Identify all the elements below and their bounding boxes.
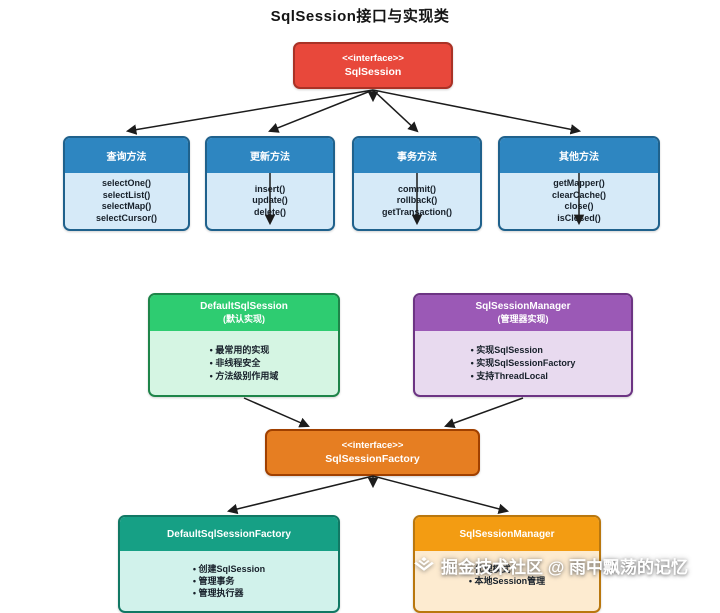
method-group-query-list: selectOne() selectList() selectMap() sel…	[95, 178, 158, 223]
method-group-other-node: 其他方法 getMapper() clearCache() close() is…	[498, 136, 660, 231]
method-group-update-node: 更新方法 insert() update() delete()	[205, 136, 335, 231]
sqlsessionfactory-stereotype: <<interface>>	[341, 440, 404, 451]
method-group-query-title: 查询方法	[65, 138, 188, 173]
watermark-text: 掘金技术社区 @ 雨中飘荡的记忆	[441, 558, 689, 577]
method-group-query-node: 查询方法 selectOne() selectList() selectMap(…	[63, 136, 190, 231]
factory-defaultsqlsessionfactory-name: DefaultSqlSessionFactory	[120, 517, 338, 551]
watermark: 掘金技术社区 @ 雨中飘荡的记忆	[414, 553, 688, 578]
sqlsession-stereotype: <<interface>>	[342, 53, 404, 64]
factory-sqlsessionmanager-node: SqlSessionManager • 代理模式 • 本地Session管理	[413, 515, 601, 613]
impl-defaultsqlsession-subtitle: (默认实现)	[223, 314, 265, 324]
page-title: SqlSession接口与实现类	[270, 8, 450, 25]
impl-defaultsqlsession-points: • 最常用的实现 • 非线程安全 • 方法级别作用域	[209, 344, 279, 381]
interface-sqlsession-node: <<interface>> SqlSession	[293, 42, 453, 89]
sqlsession-name: SqlSession	[344, 66, 402, 78]
method-group-update-list: insert() update() delete()	[252, 183, 288, 217]
factory-defaultsqlsessionfactory-points: • 创建SqlSession • 管理事务 • 管理执行器	[192, 564, 266, 598]
factory-sqlsessionmanager-name: SqlSessionManager	[415, 517, 599, 551]
impl-sqlsessionmanager-name: SqlSessionManager	[475, 301, 571, 312]
method-group-other-title: 其他方法	[500, 138, 658, 173]
method-group-update-title: 更新方法	[207, 138, 333, 173]
factory-sqlsessionmanager-points: • 代理模式 • 本地Session管理	[468, 564, 546, 586]
method-group-transaction-title: 事务方法	[354, 138, 480, 173]
impl-defaultsqlsession-node: DefaultSqlSession (默认实现) • 最常用的实现 • 非线程安…	[148, 293, 340, 397]
impl-sqlsessionmanager-points: • 实现SqlSession • 实现SqlSessionFactory • 支…	[470, 344, 576, 381]
method-group-transaction-list: commit() rollback() getTransaction()	[381, 183, 452, 217]
interface-sqlsessionfactory-node: <<interface>> SqlSessionFactory	[265, 429, 480, 476]
juejin-logo-icon	[414, 556, 434, 571]
factory-defaultsqlsessionfactory-node: DefaultSqlSessionFactory • 创建SqlSession …	[118, 515, 340, 613]
impl-sqlsessionmanager-node: SqlSessionManager (管理器实现) • 实现SqlSession…	[413, 293, 633, 397]
sqlsessionfactory-name: SqlSessionFactory	[325, 453, 420, 465]
method-group-other-list: getMapper() clearCache() close() isClose…	[551, 178, 607, 223]
impl-defaultsqlsession-name: DefaultSqlSession	[200, 301, 288, 312]
method-group-transaction-node: 事务方法 commit() rollback() getTransaction(…	[352, 136, 482, 231]
impl-sqlsessionmanager-subtitle: (管理器实现)	[497, 314, 549, 324]
